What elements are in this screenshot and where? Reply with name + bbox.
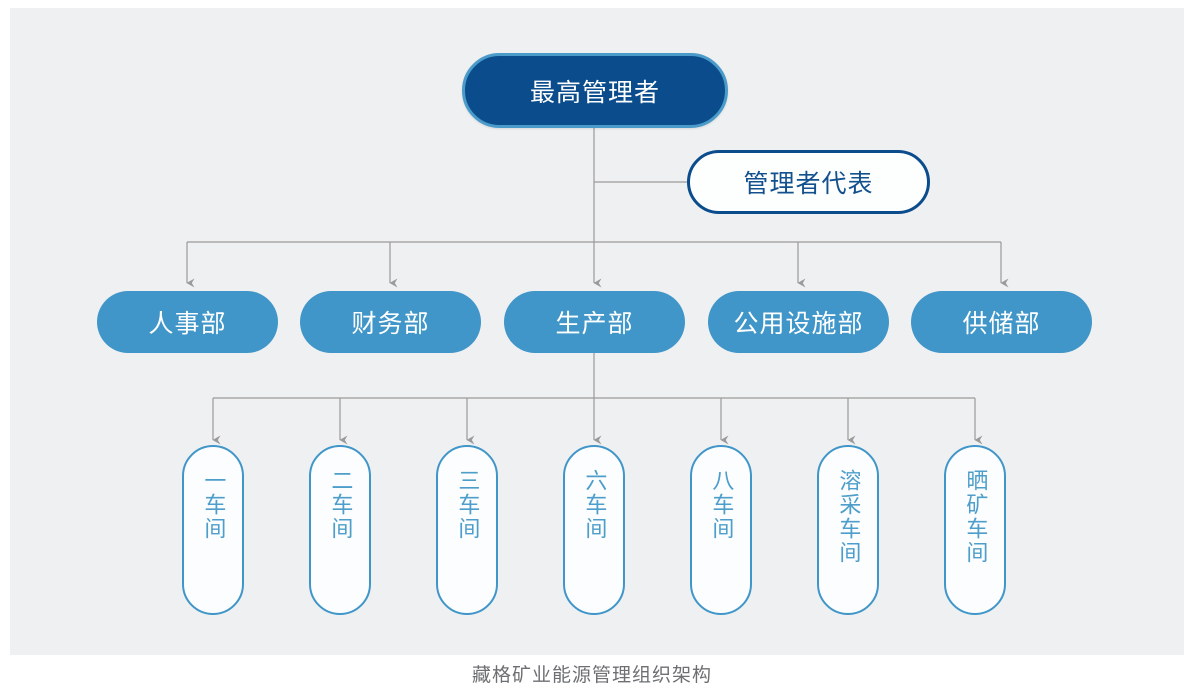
node-department-production[interactable]: 生产部 (504, 291, 685, 353)
node-department-hr-label: 人事部 (148, 310, 227, 338)
node-department-hr[interactable]: 人事部 (97, 291, 278, 353)
node-workshop-3-label: 三车间 (455, 469, 481, 541)
node-department-public-facilities[interactable]: 公用设施部 (708, 291, 889, 353)
node-workshop-1[interactable]: 一车间 (182, 445, 244, 615)
node-workshop-2-label: 二车间 (328, 469, 354, 541)
node-workshop-3[interactable]: 三车间 (436, 445, 498, 615)
node-workshop-ore-drying[interactable]: 晒矿车间 (944, 445, 1006, 615)
node-department-finance-label: 财务部 (351, 310, 430, 338)
node-top-manager[interactable]: 最高管理者 (462, 53, 728, 128)
node-department-supply-storage[interactable]: 供储部 (911, 291, 1092, 353)
diagram-canvas: 最高管理者 管理者代表 人事部 财务部 生产部 公用设施部 供储部 一车间 二车… (10, 8, 1184, 655)
node-department-production-label: 生产部 (555, 310, 634, 338)
node-department-supply-storage-label: 供储部 (962, 310, 1041, 338)
node-management-representative-label: 管理者代表 (743, 170, 874, 198)
node-workshop-6[interactable]: 六车间 (563, 445, 625, 615)
node-department-finance[interactable]: 财务部 (300, 291, 481, 353)
node-department-public-facilities-label: 公用设施部 (733, 310, 864, 338)
node-workshop-8-label: 八车间 (709, 469, 735, 541)
node-workshop-8[interactable]: 八车间 (690, 445, 752, 615)
node-workshop-ore-drying-label: 晒矿车间 (963, 469, 989, 565)
node-workshop-solution-mining[interactable]: 溶采车间 (817, 445, 879, 615)
node-management-representative[interactable]: 管理者代表 (687, 150, 930, 214)
node-workshop-6-label: 六车间 (582, 469, 608, 541)
node-workshop-2[interactable]: 二车间 (309, 445, 371, 615)
node-workshop-1-label: 一车间 (201, 469, 227, 541)
node-workshop-solution-mining-label: 溶采车间 (836, 469, 862, 565)
node-top-manager-label: 最高管理者 (529, 78, 660, 107)
chart-caption: 藏格矿业能源管理组织架构 (471, 665, 712, 686)
